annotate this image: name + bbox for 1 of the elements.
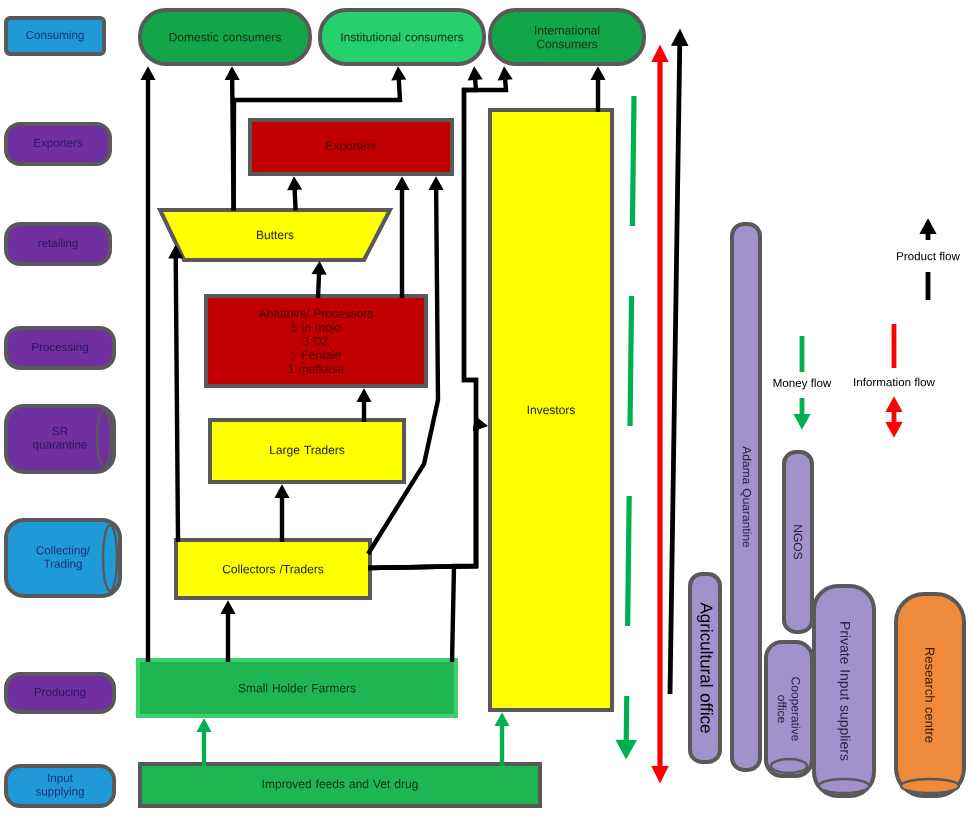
cylinder: Agricultural office [688, 572, 722, 764]
